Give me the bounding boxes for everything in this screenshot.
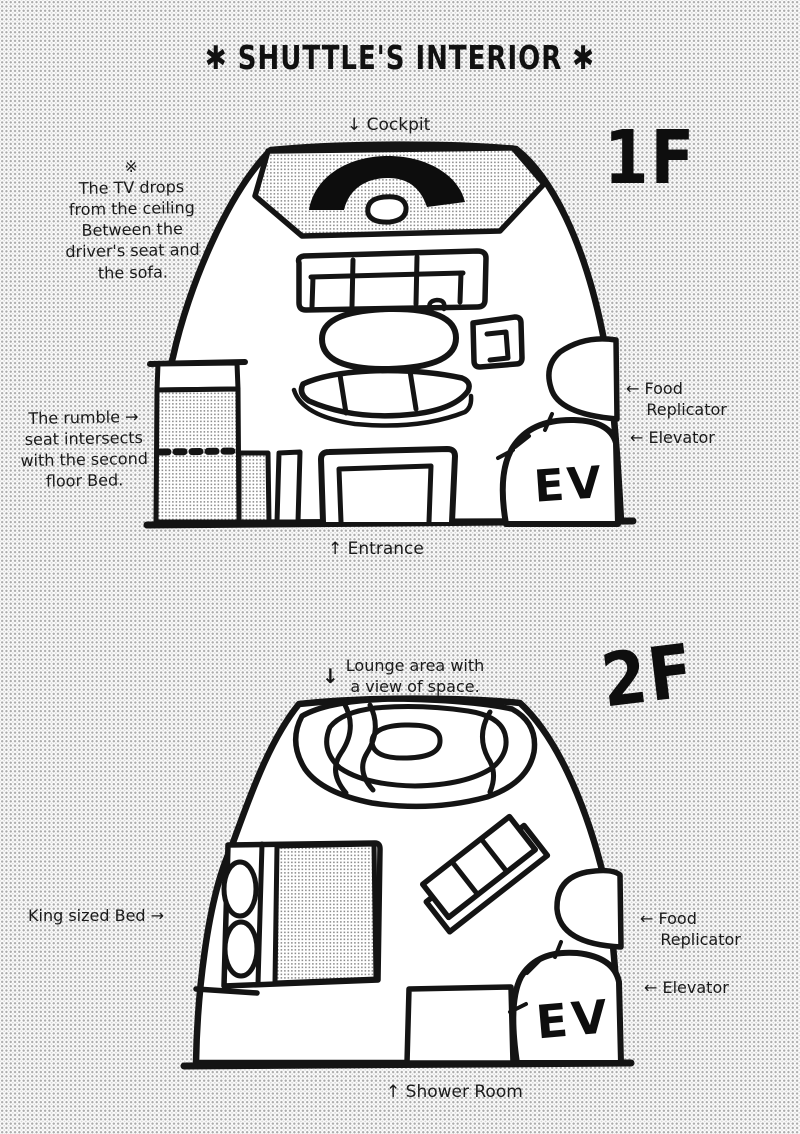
bench-rim	[291, 387, 474, 428]
entrance-door-inner	[336, 463, 434, 525]
food-replicator-2f	[554, 867, 624, 950]
bed-platform-line	[193, 986, 260, 996]
food-replicator-1f	[546, 336, 620, 422]
bench-divider-1	[337, 372, 349, 416]
entrance-side-panel	[274, 449, 303, 525]
bed-divider	[255, 841, 265, 987]
lounge-label-group: ↓ Lounge area with a view of space.	[322, 655, 484, 697]
sofa-back-line	[308, 270, 466, 280]
rumble-seat-step	[236, 450, 272, 525]
sofa-divider-1	[349, 257, 356, 309]
floor2-plan: EV	[180, 695, 635, 1070]
floor1-plan: EV	[143, 141, 637, 529]
tv-note: ※ The TV drops from the ceiling Between …	[65, 156, 200, 283]
lounge-swirl-left	[333, 700, 353, 796]
cockpit-console	[309, 156, 465, 210]
table	[319, 305, 459, 373]
bed-pillow-1	[221, 859, 259, 919]
pilot-seat	[365, 194, 409, 225]
food-replicator-note-1f: ← Food Replicator	[626, 379, 727, 420]
sofa-2f-divider-1	[449, 859, 481, 898]
entrance-label: ↑ Entrance	[328, 539, 424, 559]
sofa-2f-divider-2	[478, 836, 510, 875]
sofa-1f	[295, 248, 489, 313]
food-replicator-note-2f: ← Food Replicator	[640, 909, 741, 950]
elevator-hatch-marks-2f	[508, 940, 563, 1014]
rumble-seat-note: The rumble → seat intersects with the se…	[20, 407, 149, 491]
sofa-arm-left	[309, 274, 316, 310]
shower-room	[404, 984, 516, 1066]
rumble-seat	[153, 386, 242, 525]
lounge-swirl-right	[480, 709, 496, 795]
elevator-text-2f: EV	[534, 989, 613, 1049]
lounge-swirl-left-2	[360, 702, 378, 793]
lounge-label: Lounge area with a view of space.	[345, 656, 485, 697]
elevator-text-1f: EV	[532, 457, 605, 513]
page-title: ✱ SHUTTLE'S INTERIOR ✱	[204, 40, 596, 78]
sofa-arm-right	[457, 270, 464, 305]
cockpit-label: ↓ Cockpit	[347, 115, 431, 135]
elevator-hatch-marks-1f	[496, 412, 554, 460]
shower-room-label: ↑ Shower Room	[386, 1082, 523, 1102]
bench-divider-2	[407, 368, 419, 412]
sofa-divider-2	[413, 254, 420, 307]
sofa-2f	[419, 813, 551, 935]
down-arrow-icon: ↓	[322, 664, 339, 689]
king-bed-note: King sized Bed →	[28, 906, 165, 925]
elevator-1f	[499, 416, 621, 527]
lounge-center-oval	[369, 722, 443, 761]
rumble-seat-dashed-line	[156, 447, 242, 456]
rumble-seat-cap	[154, 360, 241, 393]
armchair-seat	[484, 329, 511, 363]
lounge-inner-ring	[324, 704, 509, 789]
floor2-label: 2F	[597, 629, 700, 725]
table-detail	[427, 297, 447, 313]
bench-seat	[298, 367, 472, 419]
cockpit-area	[252, 145, 547, 239]
bed-pillow-2	[222, 919, 260, 979]
floor1-label: 1F	[604, 116, 697, 202]
elevator-note-2f: ← Elevator	[644, 978, 729, 997]
elevator-note-1f: ← Elevator	[630, 428, 715, 447]
bed-blanket	[272, 841, 379, 986]
